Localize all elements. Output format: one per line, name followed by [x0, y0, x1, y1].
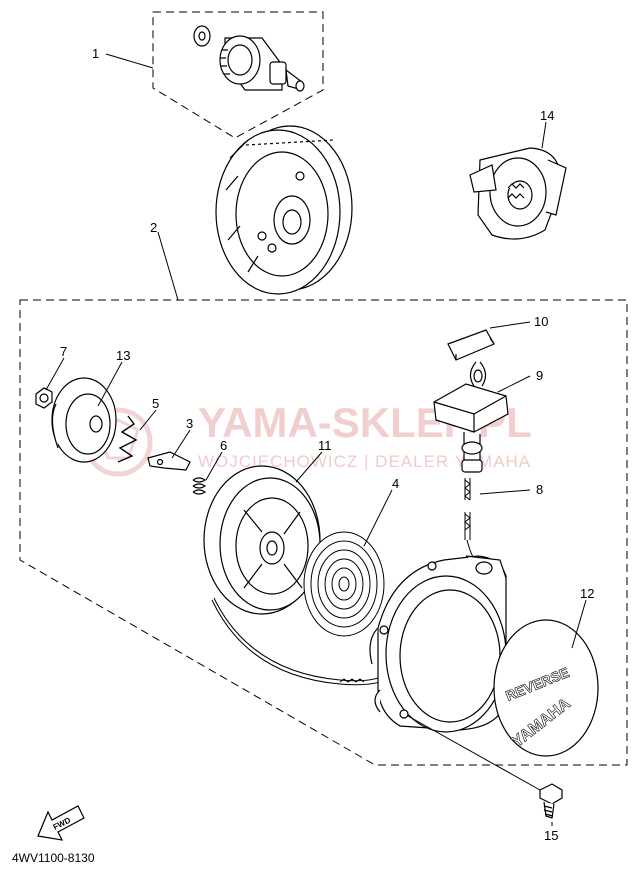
- sheave-drum-part: [203, 465, 321, 615]
- part-code: 4WV1100-8130: [12, 851, 95, 865]
- callout-6: 6: [220, 438, 227, 453]
- callout-13: 13: [116, 348, 130, 363]
- flywheel-part: [215, 125, 353, 295]
- callout-7: 7: [60, 344, 67, 359]
- leader-lines: [45, 53, 587, 826]
- cover-decal-part: REVERSE YAMAHA: [493, 619, 599, 757]
- starter-clutch-part: [193, 25, 305, 92]
- bolt-part: [539, 783, 563, 819]
- group-1-outline: [152, 11, 324, 139]
- pawl-part: [147, 451, 191, 471]
- rope-part: [464, 478, 481, 567]
- group-2-outline: [19, 299, 628, 766]
- callout-labels: 1 2 3 4 5 6 7 8 9 10 11 12 13 14 15: [60, 46, 594, 843]
- callout-2: 2: [150, 220, 157, 235]
- guide-cover-part: [469, 147, 567, 240]
- spring-clip-part: [117, 415, 138, 463]
- callout-14: 14: [540, 108, 554, 123]
- handle-part: [433, 361, 509, 473]
- callout-1: 1: [92, 46, 99, 61]
- callout-8: 8: [536, 482, 543, 497]
- watermark-subtitle: WOJCIECHOWICZ | DEALER YAMAHA: [198, 452, 531, 471]
- small-spring-part: [192, 477, 207, 495]
- drive-plate-part: [51, 377, 117, 463]
- nut-part: [35, 387, 53, 409]
- callout-4: 4: [392, 476, 399, 491]
- callout-10: 10: [534, 314, 548, 329]
- callout-15: 15: [544, 828, 558, 843]
- callout-9: 9: [536, 368, 543, 383]
- spiral-spring-part: [303, 531, 385, 637]
- fwd-arrow-icon: FWD: [37, 805, 85, 841]
- callout-11: 11: [318, 438, 332, 453]
- callout-12: 12: [580, 586, 594, 601]
- handle-cap-part: [447, 329, 495, 361]
- callout-3: 3: [186, 416, 193, 431]
- starter-case-part: [369, 555, 507, 733]
- callout-5: 5: [152, 396, 159, 411]
